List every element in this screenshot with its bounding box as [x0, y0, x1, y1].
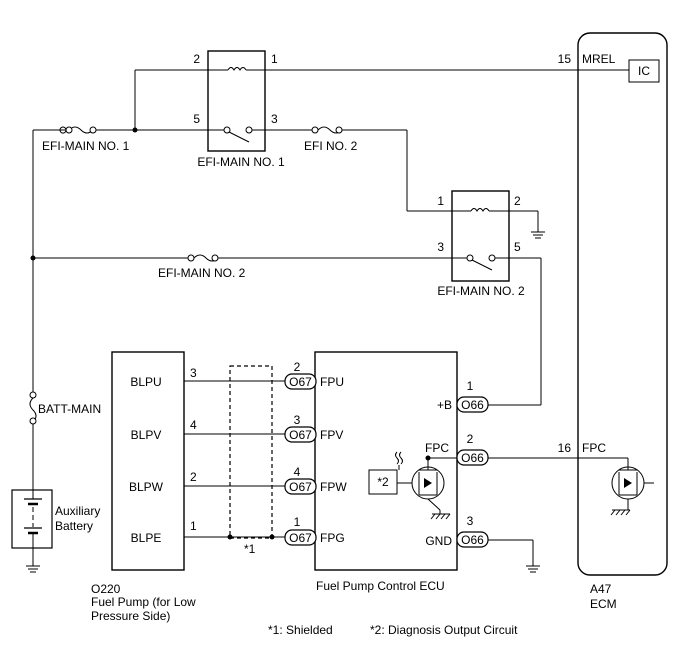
battery-label-2: Battery [55, 519, 93, 533]
label-fpg: FPG [320, 531, 345, 545]
relay1-pin1: 1 [271, 52, 278, 66]
shield-icon [227, 365, 275, 540]
pump-pin-blpv: 4 [190, 418, 197, 432]
pump-terminal-blpw: BLPW [129, 480, 164, 494]
conn-fpc: O66 [461, 451, 484, 465]
pin-plusb: 1 [467, 379, 474, 393]
diag-marker-box [368, 469, 398, 495]
pin-fpv: 3 [294, 413, 301, 427]
signal-icon [395, 451, 403, 465]
relay1-pin5: 5 [193, 112, 200, 126]
label-fpc: FPC [425, 441, 449, 455]
ecm-name: ECM [590, 597, 617, 611]
label-fpu: FPU [320, 375, 344, 389]
pump-pin-blpe: 1 [190, 519, 197, 533]
relay2-pin3: 3 [437, 240, 444, 254]
fuse-efi-no2-icon [311, 126, 343, 134]
relay2-pin2: 2 [514, 194, 521, 208]
relay2-box [451, 190, 510, 282]
diag-marker: *2 [377, 475, 389, 489]
note-diag: *2: Diagnosis Output Circuit [370, 623, 518, 637]
pump-name-2: Pressure Side) [91, 609, 170, 623]
relay2-switch-icon [452, 254, 509, 271]
battery-box [11, 489, 53, 549]
pin-fpw: 4 [294, 465, 301, 479]
conn-gnd: O66 [461, 533, 484, 547]
fuse-efi-main2-label: EFI-MAIN NO. 2 [158, 266, 246, 280]
junction-dot [132, 127, 138, 133]
ecm-mrel-pin: 15 [558, 52, 572, 66]
conn-plusb: O66 [461, 398, 484, 412]
ecm-ic-box [628, 59, 660, 83]
ecm-code: A47 [590, 582, 612, 596]
fuse-batt-main-label: BATT-MAIN [38, 402, 101, 416]
pump-pin-blpw: 2 [190, 470, 197, 484]
ecm-fpc-label: FPC [582, 441, 606, 455]
ground-icon [531, 231, 545, 239]
battery-label-1: Auxiliary [55, 504, 100, 518]
fuse-batt-main-icon [29, 391, 37, 425]
pin-fpc: 2 [467, 432, 474, 446]
label-plusb: +B [437, 398, 452, 412]
ground-icon [26, 565, 40, 573]
conn-fpw: O67 [289, 480, 312, 494]
relay2-coil-icon [470, 208, 490, 212]
conn-fpg: O67 [289, 531, 312, 545]
relay1-pin3: 3 [271, 112, 278, 126]
ground-icon [526, 565, 540, 573]
pump-terminal-blpu: BLPU [130, 375, 161, 389]
ecu-left-connectors [284, 373, 317, 546]
fuse-efi-main1-icon [59, 126, 94, 134]
relay1-coil-icon [227, 67, 247, 71]
conn-fpv: O67 [289, 428, 312, 442]
battery-icon [24, 490, 42, 548]
fuse-efi-main2-icon [187, 254, 219, 262]
pump-terminal-blpv: BLPV [131, 428, 162, 442]
fuse-efi-no2-label: EFI NO. 2 [304, 139, 358, 153]
label-fpw: FPW [320, 480, 347, 494]
ecu-transistor-icon [397, 458, 451, 520]
relay2-pin5: 5 [514, 240, 521, 254]
fuel-pump-box [111, 351, 185, 571]
pump-pin-blpu: 3 [190, 366, 197, 380]
ecm-mrel-label: MREL [582, 52, 616, 66]
relay1-switch-icon [208, 126, 265, 143]
ecm-transistor-icon [578, 457, 654, 516]
ecu-name: Fuel Pump Control ECU [316, 579, 445, 593]
shield-marker: *1 [244, 542, 256, 556]
pump-code: O220 [91, 582, 121, 596]
pump-terminal-blpe: BLPE [131, 531, 162, 545]
pin-fpg: 1 [294, 515, 301, 529]
pin-gnd: 3 [467, 514, 474, 528]
pin-fpu: 2 [294, 360, 301, 374]
label-gnd: GND [425, 534, 452, 548]
fuse-efi-main1-label: EFI-MAIN NO. 1 [42, 139, 130, 153]
note-shielded: *1: Shielded [268, 623, 333, 637]
relay1-pin2: 2 [193, 52, 200, 66]
relay2-label: EFI-MAIN NO. 2 [437, 284, 525, 298]
conn-fpu: O67 [289, 375, 312, 389]
relay2-pin1: 1 [437, 194, 444, 208]
pump-name-1: Fuel Pump (for Low [91, 595, 196, 609]
ecm-fpc-pin: 16 [558, 441, 572, 455]
label-fpv: FPV [320, 428, 343, 442]
fuel-pump-ecu-box [314, 351, 458, 571]
ecm-box [577, 32, 668, 576]
relay1-label: EFI-MAIN NO. 1 [197, 155, 285, 169]
ecm-ic-label: IC [638, 64, 650, 78]
